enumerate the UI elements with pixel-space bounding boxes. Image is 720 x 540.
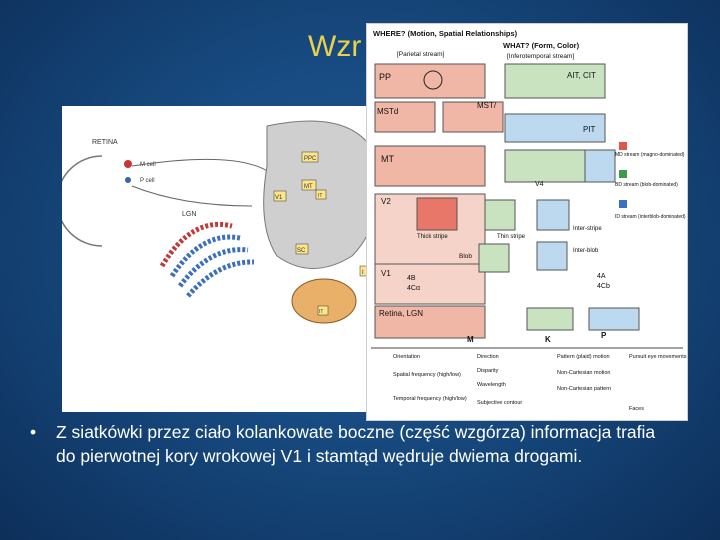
area-i-label: I — [362, 270, 364, 276]
thick-stripe-label: Thick stripe — [417, 234, 448, 240]
blob-box — [478, 243, 510, 273]
layer-4ca-label: 4Cα — [407, 285, 420, 292]
interstripe-label: Inter-stripe — [573, 226, 602, 232]
bd-stream-label: BD stream (blob-dominated) — [615, 182, 678, 188]
what-subtitle: [Inferotemporal stream] — [507, 53, 574, 60]
m-pathway-label: M — [467, 335, 474, 344]
lgn-layers — [159, 221, 255, 298]
md-stream-swatch — [619, 142, 627, 150]
visual-pathway-svg: RETINA M cell P cell LGN V1 PPC MT IT SC… — [56, 120, 381, 324]
area-v4-blue-box — [584, 149, 616, 183]
layer-4cb-label: 4Cb — [597, 283, 610, 290]
id-stream-swatch — [619, 200, 627, 208]
legend-non-cartesian-motion: Non-Cartesian motion — [557, 370, 611, 376]
thin-stripe-label: Thin stripe — [497, 234, 526, 240]
retina-lgn-label: Retina, LGN — [379, 309, 423, 318]
area-it2-label: IT — [319, 309, 323, 315]
legend-wavelength: Wavelength — [477, 382, 506, 388]
area-ait-label: AIT, CIT — [567, 71, 596, 80]
m-cell-dot — [124, 160, 132, 168]
where-subtitle: [Parietal stream] — [397, 51, 445, 58]
thin-stripe-box — [484, 199, 516, 231]
id-stream-label: ID stream (interblob-dominated) — [615, 214, 686, 220]
area-mstl-box — [442, 101, 504, 133]
k-box — [526, 307, 574, 331]
m-cell-label: M cell — [140, 162, 156, 168]
retina-eye-outline — [56, 155, 103, 247]
legend-faces: Faces — [629, 406, 644, 412]
area-v4-green-box — [504, 149, 586, 183]
area-v1-label: V1 — [275, 195, 283, 201]
p-cell-dot — [125, 177, 131, 183]
layer-4b-label: 4B — [407, 275, 416, 282]
area-pp-label: PP — [379, 72, 391, 82]
interblob-box — [536, 241, 568, 271]
legend-pursuit: Pursuit eye movements — [629, 354, 687, 360]
area-v4-label: V4 — [535, 181, 544, 188]
cerebellum — [291, 278, 357, 324]
where-title: WHERE? (Motion, Spatial Relationships) — [373, 29, 518, 38]
lgn-label: LGN — [182, 211, 196, 218]
area-mt-label: MT — [304, 184, 313, 190]
bullet-text: Z siatkówki przez ciało kolankowate bocz… — [56, 422, 656, 466]
md-stream-label: MD stream (magno-dominated) — [615, 152, 685, 158]
p-box — [588, 307, 640, 331]
legend-non-cartesian-pattern: Non-Cartesian pattern — [557, 386, 611, 392]
legend-subjective-contour: Subjective contour — [477, 400, 522, 406]
layer-4a-label: 4A — [597, 273, 606, 280]
area-v1-label: V1 — [381, 269, 391, 278]
legend-orientation: Orientation — [393, 354, 420, 360]
interstripe-box — [536, 199, 570, 231]
area-pit-box — [504, 113, 606, 143]
legend-disparity: Disparity — [477, 368, 499, 374]
area-pit-label: PIT — [583, 125, 596, 134]
area-it-label: IT — [318, 193, 322, 199]
legend-temporal-frequency: Temporal frequency (high/low) — [393, 396, 467, 402]
bullet-dot: • — [30, 422, 37, 442]
legend-pattern-motion: Pattern (plaid) motion — [557, 354, 610, 360]
streams-diagram-figure: WHERE? (Motion, Spatial Relationships) [… — [366, 23, 688, 421]
area-mt-box — [374, 145, 486, 187]
area-ait-box — [504, 63, 606, 99]
area-ppc-label: PPC — [304, 156, 317, 162]
slide-title: Wzr — [308, 30, 362, 63]
area-v1-dorsal-box — [374, 263, 486, 305]
p-pathway-label: P — [601, 331, 607, 340]
what-title: WHAT? (Form, Color) — [503, 41, 580, 50]
legend-direction: Direction — [477, 354, 499, 360]
optic-path-line — [131, 185, 253, 207]
retina-lgn-box — [374, 305, 486, 339]
retina-label: RETINA — [92, 139, 118, 146]
visual-pathway-figure: RETINA M cell P cell LGN V1 PPC MT IT SC… — [56, 106, 382, 412]
blob-label: Blob — [459, 253, 472, 260]
p-cell-label: P cell — [140, 178, 155, 184]
bd-stream-swatch — [619, 170, 627, 178]
k-pathway-label: K — [545, 335, 551, 344]
area-sc-label: SC — [297, 248, 306, 254]
area-pp-box — [374, 63, 486, 99]
area-v2-label: V2 — [381, 197, 391, 206]
legend-spatial-frequency: Spatial frequency (high/low) — [393, 372, 461, 378]
area-mt-label: MT — [381, 154, 394, 164]
streams-diagram-svg: WHERE? (Motion, Spatial Relationships) [… — [371, 29, 687, 412]
interblob-label: Inter-blob — [573, 248, 599, 254]
area-mstl-label: MST/ — [477, 101, 497, 110]
area-mstd-label: MSTd — [377, 107, 398, 116]
area-mstd-box — [374, 101, 436, 133]
